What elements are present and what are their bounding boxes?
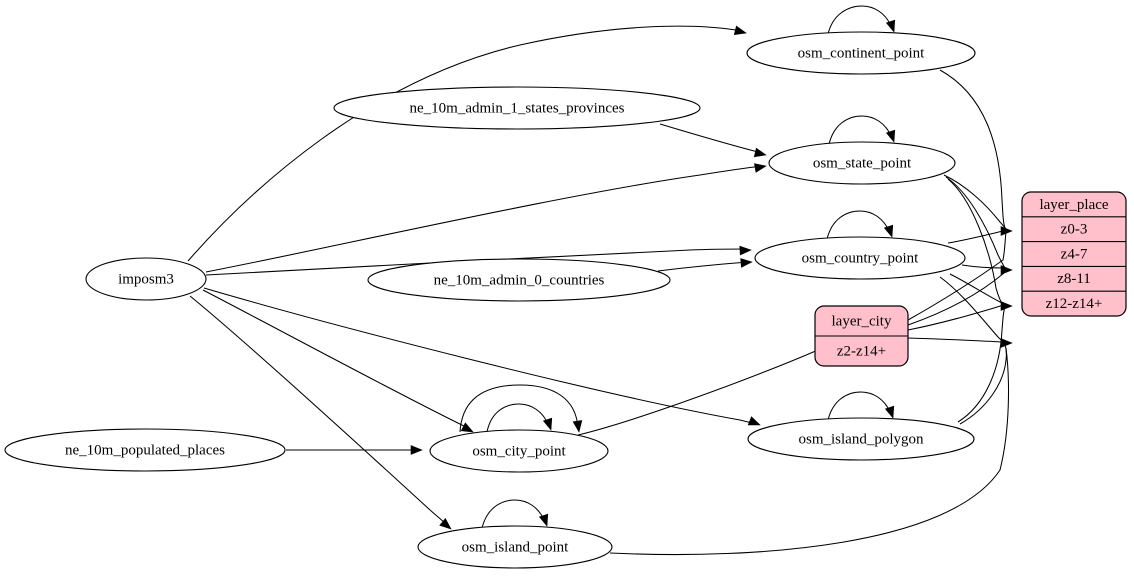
- edge-layer_city-to-layer_place_z8_11: [907, 304, 1005, 331]
- edge-osm_state_point-to-layer_place_z8_11: [947, 178, 1004, 306]
- record-layer_place[interactable]: layer_place z0-3 z4-7 z8-11 z12-z14+: [1021, 191, 1127, 317]
- node-osm_state_point[interactable]: osm_state_point: [768, 141, 956, 185]
- edge-ne_states-to-osm_state_point: [659, 123, 763, 154]
- record-row-label-layer_place-3[interactable]: z8-11: [1057, 271, 1091, 287]
- records-layer: layer_place z0-3 z4-7 z8-11 z12-z14+ layer_ci…: [814, 191, 1127, 367]
- arrowhead-to-osm_island_polygon: [747, 416, 761, 426]
- arrowhead-to-osm_continent_point: [733, 25, 747, 35]
- node-shape-osm_state_point: [768, 141, 956, 185]
- arrowhead-to-layer_place-z12-z14: [1000, 338, 1013, 348]
- node-ne_populated[interactable]: ne_10m_populated_places: [4, 428, 286, 472]
- node-label-imposm3: imposm3: [118, 271, 174, 287]
- record-row-label-layer_place-1[interactable]: z0-3: [1061, 222, 1088, 238]
- arrowhead-to-layer_place-z0-3: [1000, 226, 1013, 236]
- edge-osm_city_point-to-osm_city_point_outer: [459, 384, 579, 433]
- record-box-layer_place: [1021, 191, 1127, 317]
- record-row-label-layer_city-1[interactable]: z2-z14+: [837, 343, 886, 359]
- edge-imposm3-to-osm_island_point: [189, 295, 448, 526]
- node-label-osm_island_polygon: osm_island_polygon: [798, 431, 924, 447]
- node-shape-osm_city_point: [429, 429, 609, 473]
- node-label-osm_continent_point: osm_continent_point: [798, 45, 925, 61]
- edge-layer_city-to-osm_city_point: [577, 349, 819, 436]
- node-shape-ne_states: [333, 86, 701, 130]
- edge-osm_country_point-to-layer_place_z12_z14: [939, 276, 1005, 343]
- edge-imposm3-to-osm_country_point: [205, 248, 748, 276]
- node-osm_island_polygon[interactable]: osm_island_polygon: [747, 417, 975, 461]
- edge-osm_island_polygon-to-osm_island_polygon: [827, 391, 892, 421]
- arrowhead-self-osm_state_point: [885, 129, 896, 143]
- edge-osm_country_point-to-layer_place_z4_7: [961, 264, 1005, 269]
- edge-osm_continent_point-to-layer_place_z0_3: [939, 69, 1007, 231]
- edge-osm_country_point-to-osm_country_point: [826, 210, 891, 240]
- edge-osm_state_point-to-layer_place_z0_3: [943, 174, 1007, 230]
- node-osm_island_point[interactable]: osm_island_point: [417, 525, 613, 569]
- node-shape-osm_island_polygon: [747, 417, 975, 461]
- arrowhead-to-layer_place-z8-11: [1000, 301, 1013, 311]
- edge-osm_country_point-to-layer_place_z0_3: [947, 230, 1004, 244]
- edge-osm_country_point-to-layer_place_z8_11: [949, 273, 1003, 304]
- edges-layer: [187, 5, 1010, 556]
- node-label-osm_island_point: osm_island_point: [462, 539, 570, 555]
- edge-imposm3-to-osm_continent_point: [187, 25, 743, 262]
- arrowhead-self-osm_continent_point: [885, 19, 896, 33]
- arrowhead-self-osm_city_point-outer: [572, 420, 583, 433]
- arrowhead-to-osm_city_point-from-ne_populated: [410, 445, 423, 455]
- arrowhead-self-osm_island_point: [538, 513, 549, 527]
- edge-osm_state_point-to-osm_state_point: [828, 115, 893, 145]
- arrowhead-to-layer_place-z4-7: [1000, 265, 1013, 275]
- node-shape-imposm3: [85, 257, 207, 301]
- node-shape-osm_continent_point: [746, 31, 976, 75]
- node-ne_states[interactable]: ne_10m_admin_1_states_provinces: [333, 86, 701, 130]
- arrowhead-to-osm_city_point-from-imposm3: [460, 422, 474, 433]
- edge-osm_island_point-to-osm_island_point: [481, 499, 546, 529]
- node-ne_countries[interactable]: ne_10m_admin_0_countries: [367, 258, 671, 302]
- node-label-osm_city_point: osm_city_point: [472, 443, 566, 459]
- node-osm_city_point[interactable]: osm_city_point: [429, 429, 609, 473]
- node-shape-osm_country_point: [754, 236, 966, 280]
- edge-osm_continent_point-to-osm_continent_point: [827, 5, 893, 35]
- record-row-label-layer_place-4[interactable]: z12-z14+: [1046, 296, 1103, 312]
- edge-osm_island_point-to-layer_place_z12_z14: [609, 347, 1010, 556]
- edge-osm_state_point-to-layer_place_z4_7: [945, 176, 1006, 269]
- node-imposm3[interactable]: imposm3: [85, 257, 207, 301]
- node-shape-osm_island_point: [417, 525, 613, 569]
- arrowhead-self-osm_country_point: [883, 224, 894, 238]
- edge-imposm3-to-osm_city_point: [202, 289, 469, 429]
- nodes-layer: imposm3 ne_10m_admin_1_states_provincesne…: [4, 31, 976, 569]
- edge-layer_city-to-layer_place_z4_7: [907, 272, 1005, 326]
- arrowhead-to-osm_state_point-from-ne: [753, 147, 767, 158]
- node-shape-ne_populated: [4, 428, 286, 472]
- edge-imposm3-to-osm_island_polygon: [203, 287, 757, 425]
- node-label-ne_countries: ne_10m_admin_0_countries: [434, 272, 605, 288]
- edge-osm_island_polygon-to-layer_place_z8_11: [957, 306, 1006, 423]
- edge-imposm3-to-osm_state_point: [205, 165, 763, 273]
- node-osm_country_point[interactable]: osm_country_point: [754, 236, 966, 280]
- edge-ne_countries-to-osm_country_point: [657, 261, 749, 272]
- arrowheads-layer: [410, 19, 1013, 530]
- arrowhead-to-osm_country_point-from-ne: [740, 258, 753, 268]
- node-label-ne_populated: ne_10m_populated_places: [65, 442, 225, 458]
- node-shape-ne_countries: [367, 258, 671, 302]
- arrowhead-self-osm_island_polygon: [884, 405, 895, 419]
- arrowhead-to-osm_island_point: [439, 518, 452, 530]
- arrowhead-to-osm_state_point-from-imposm3: [754, 163, 767, 173]
- record-layer_city[interactable]: layer_city z2-z14+: [814, 305, 909, 367]
- edge-osm_island_polygon-to-layer_place_z12_z14: [959, 343, 1007, 425]
- node-label-ne_states: ne_10m_admin_1_states_provinces: [410, 100, 625, 116]
- edge-osm_city_point-to-osm_city_point: [486, 403, 550, 433]
- node-label-osm_state_point: osm_state_point: [813, 155, 912, 171]
- edge-layer_city-to-layer_place_z0_3: [907, 231, 1007, 321]
- record-row-label-layer_place-2[interactable]: z4-7: [1061, 246, 1088, 262]
- node-label-osm_country_point: osm_country_point: [802, 250, 919, 266]
- arrowhead-to-osm_country_point-from-imposm3: [739, 245, 752, 256]
- record-row-label-layer_city-0[interactable]: layer_city: [832, 313, 892, 329]
- record-row-label-layer_place-0[interactable]: layer_place: [1039, 197, 1108, 213]
- node-osm_continent_point[interactable]: osm_continent_point: [746, 31, 976, 75]
- edge-layer_city-to-layer_place_z12_z14: [907, 337, 1005, 343]
- arrowhead-self-osm_city_point: [542, 417, 553, 431]
